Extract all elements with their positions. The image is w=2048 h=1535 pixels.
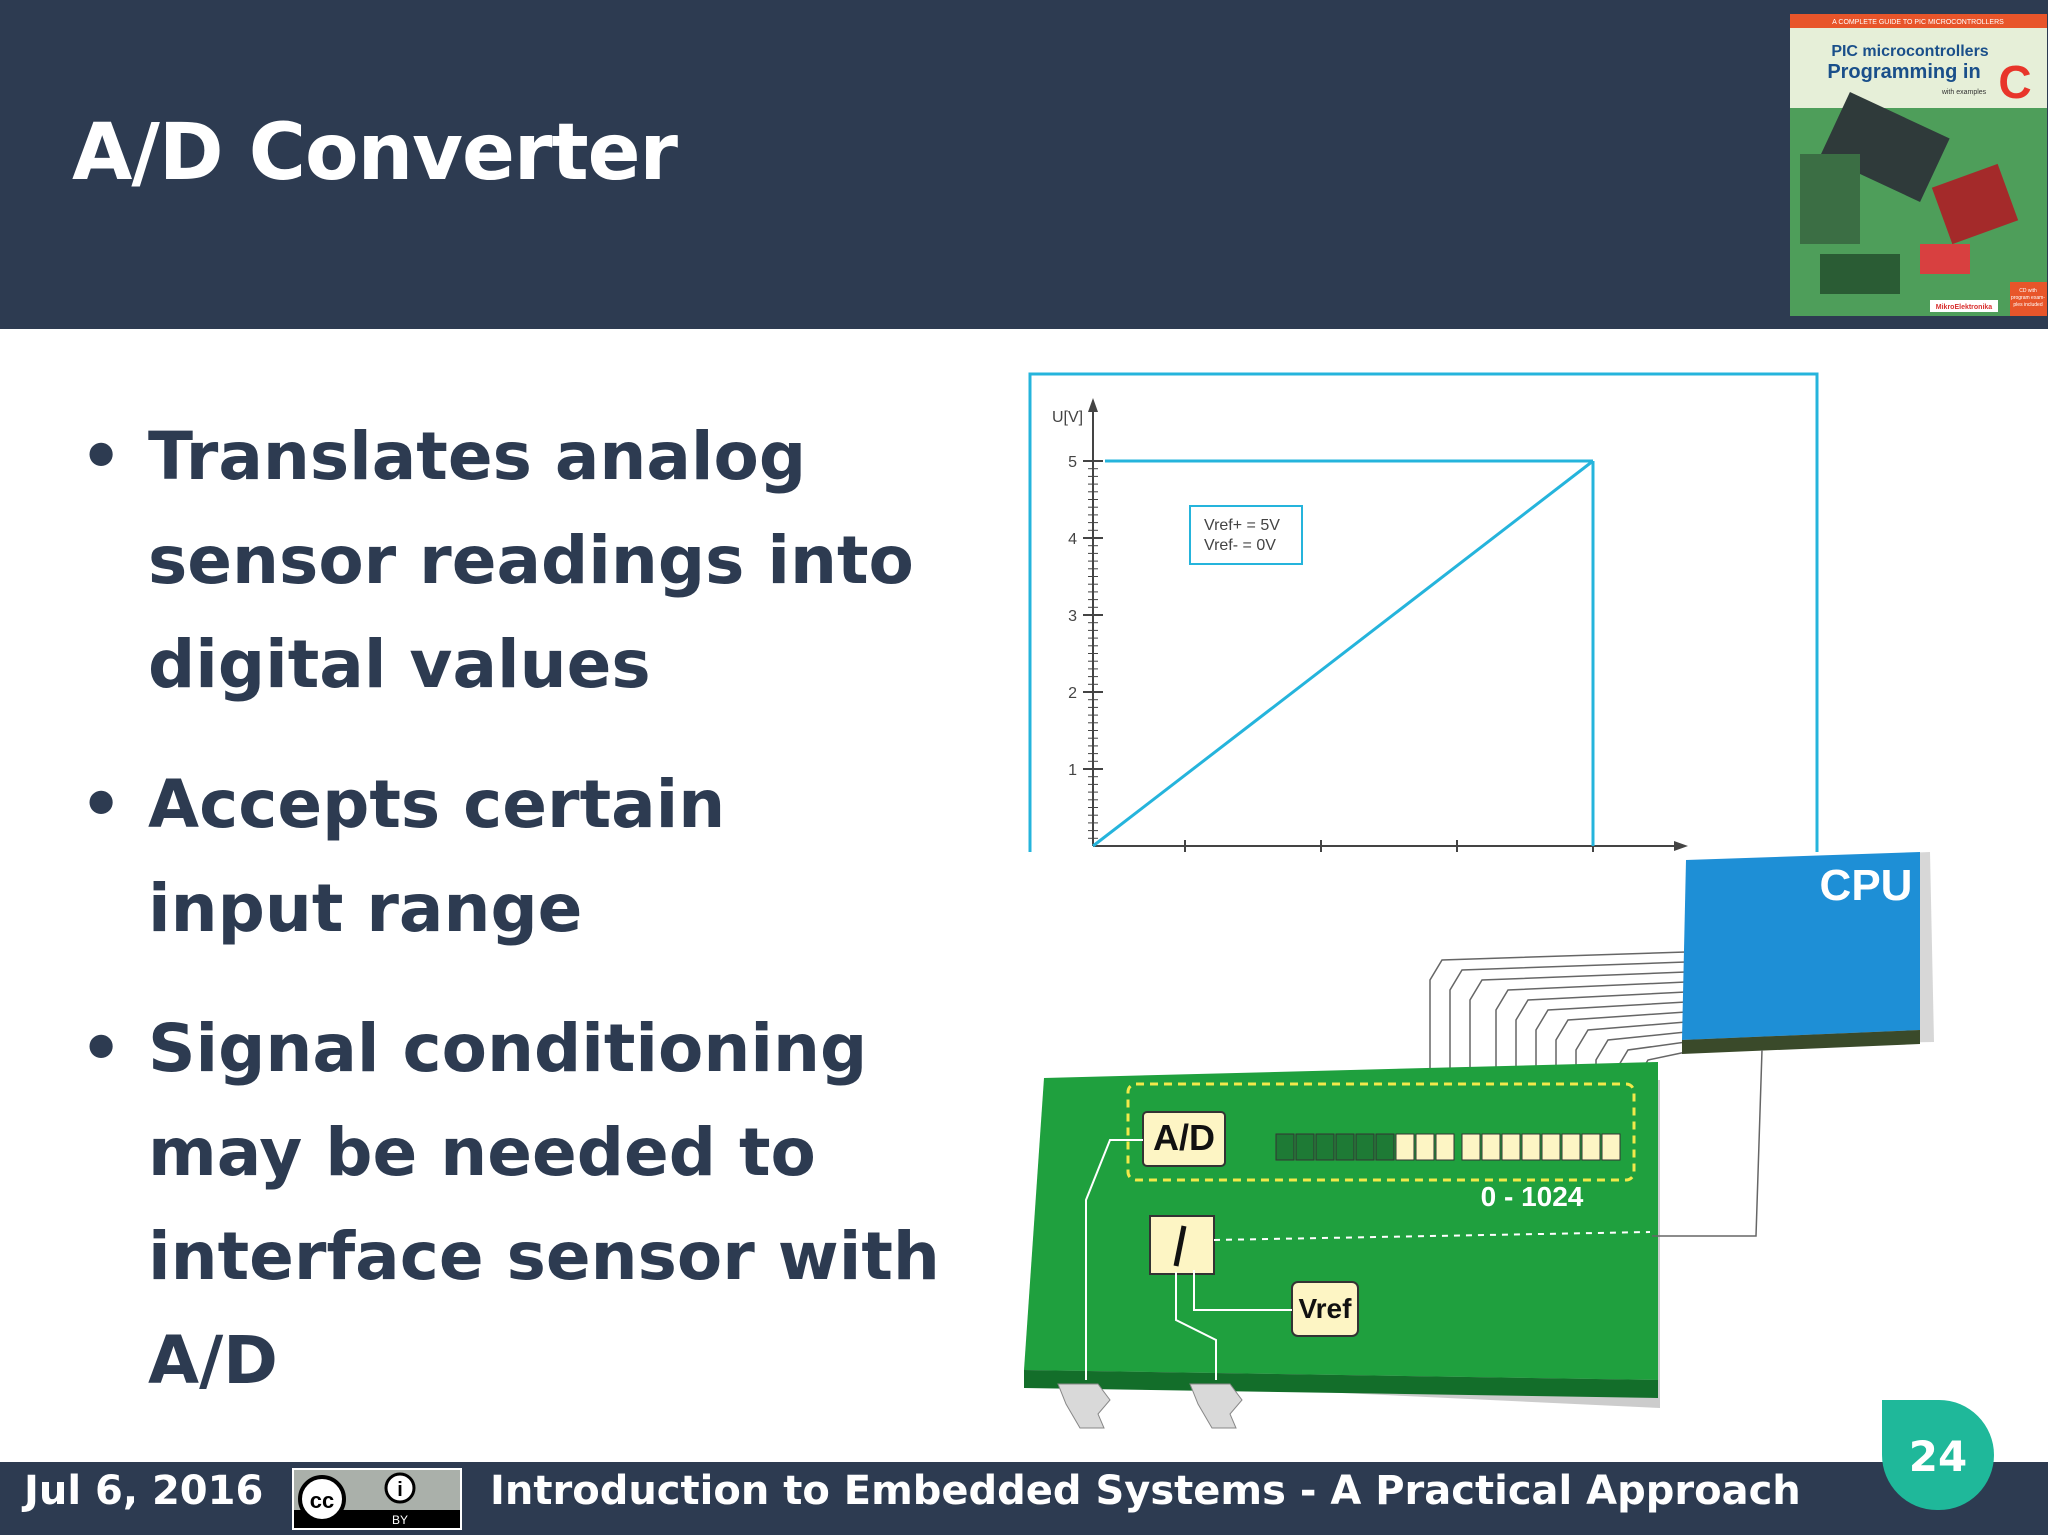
y-ticks: 1 2 3 4 5 bbox=[1068, 454, 1103, 839]
bullet-list: • Translates analog sensor readings into… bbox=[80, 405, 940, 1449]
input-wire bbox=[1175, 1272, 1217, 1380]
legend-line-1: Vref+ = 5V bbox=[1204, 517, 1280, 534]
connector-pin-icon bbox=[1057, 1383, 1111, 1429]
ad-label: A/D bbox=[1153, 1117, 1215, 1158]
register-bit bbox=[1581, 1133, 1601, 1161]
book-banner: A COMPLETE GUIDE TO PIC MICROCONTROLLERS bbox=[1832, 19, 2004, 26]
y-tick-label: 3 bbox=[1068, 608, 1077, 625]
book-title-line2: Programming in bbox=[1827, 61, 1980, 83]
switch-icon bbox=[1173, 1225, 1187, 1267]
range-label: 0 - 1024 bbox=[1481, 1181, 1584, 1212]
bullet-text: Signal conditioning may be needed to int… bbox=[148, 1010, 940, 1399]
page-number-badge bbox=[1882, 1400, 1994, 1510]
legend-line-2: Vref- = 0V bbox=[1204, 537, 1276, 554]
footer-course-title: Introduction to Embedded Systems - A Pra… bbox=[490, 1468, 1801, 1514]
bullet-dot-icon: • bbox=[80, 418, 123, 495]
register-bit bbox=[1335, 1133, 1355, 1161]
bullet-text: Accepts certain input range bbox=[148, 766, 726, 947]
bullet-dot-icon: • bbox=[80, 1010, 123, 1087]
graph-legend bbox=[1189, 505, 1303, 565]
register-bit bbox=[1541, 1133, 1561, 1161]
register-bit bbox=[1275, 1133, 1295, 1161]
cc-license-badge: cc i BY bbox=[292, 1468, 462, 1530]
register-bit bbox=[1295, 1133, 1315, 1161]
register-bit bbox=[1521, 1133, 1541, 1161]
book-subtitle: with examples bbox=[1941, 89, 1987, 96]
bullet-item: • Signal conditioning may be needed to i… bbox=[80, 997, 940, 1413]
book-badge-line3: ples included bbox=[2013, 302, 2042, 308]
book-big-letter: C bbox=[1998, 56, 2031, 108]
voltage-graph: U[V] 1 2 3 4 5 Vref+ = 5V Vref- = 0V bbox=[1028, 372, 1820, 860]
y-tick-label: 1 bbox=[1068, 762, 1077, 779]
license-by-text: BY bbox=[392, 1513, 408, 1527]
control-line bbox=[1213, 1231, 1651, 1241]
book-title-line1: PIC microcontrollers bbox=[1831, 43, 1988, 60]
register-bit bbox=[1415, 1133, 1435, 1161]
connector-pin-icon bbox=[1189, 1383, 1243, 1429]
register-bit bbox=[1501, 1133, 1521, 1161]
vref-wire bbox=[1193, 1270, 1292, 1311]
vref-label: Vref bbox=[1299, 1293, 1353, 1324]
bullet-item: • Accepts certain input range bbox=[80, 753, 940, 961]
y-tick-label: 5 bbox=[1068, 454, 1077, 471]
book-badge-line1: CD with bbox=[2019, 288, 2037, 294]
cc-icon bbox=[298, 1475, 346, 1523]
bullet-item: • Translates analog sensor readings into… bbox=[80, 405, 940, 717]
transfer-line bbox=[1092, 459, 1594, 848]
adc-block-outline bbox=[1126, 1082, 1636, 1182]
y-tick-label: 4 bbox=[1068, 531, 1077, 548]
analog-wire bbox=[1085, 1139, 1143, 1380]
bullet-dot-icon: • bbox=[80, 766, 123, 843]
register-bit bbox=[1601, 1133, 1621, 1161]
register-bit bbox=[1315, 1133, 1335, 1161]
register-bit bbox=[1561, 1133, 1581, 1161]
result-register bbox=[1275, 1133, 1621, 1161]
cpu-block: CPU bbox=[1652, 852, 1934, 1237]
graph-frame bbox=[1028, 372, 1819, 856]
cpu-return-wire bbox=[1652, 1049, 1763, 1237]
page-number: 24 bbox=[1908, 1432, 1968, 1481]
slide-title: A/D Converter bbox=[72, 108, 678, 198]
bus-wire bbox=[1429, 951, 1687, 1136]
y-axis-label: U[V] bbox=[1052, 409, 1083, 426]
book-cover-image: A COMPLETE GUIDE TO PIC MICROCONTROLLERS… bbox=[1790, 14, 2047, 316]
attribution-icon bbox=[384, 1472, 416, 1504]
slide-header bbox=[0, 0, 2048, 329]
svg-text:cc: cc bbox=[310, 1488, 334, 1513]
mcu-board: A/D 0 - 1024 Vref bbox=[1024, 1062, 1660, 1429]
register-bit bbox=[1461, 1133, 1481, 1161]
register-bit bbox=[1355, 1133, 1375, 1161]
book-cover-art: A COMPLETE GUIDE TO PIC MICROCONTROLLERS… bbox=[1790, 14, 2047, 316]
register-bit bbox=[1435, 1133, 1455, 1161]
register-bit bbox=[1375, 1133, 1395, 1161]
y-axis-arrow-icon bbox=[1088, 398, 1098, 412]
footer-date: Jul 6, 2016 bbox=[24, 1468, 264, 1514]
y-tick-label: 2 bbox=[1068, 685, 1077, 702]
register-bit bbox=[1395, 1133, 1415, 1161]
svg-text:i: i bbox=[397, 1479, 403, 1501]
book-publisher: MikroElektronika bbox=[1936, 304, 1993, 311]
register-bit bbox=[1481, 1133, 1501, 1161]
book-badge-line2: program exam- bbox=[2011, 295, 2045, 301]
bus-wire bbox=[1449, 961, 1687, 1136]
cpu-label: CPU bbox=[1820, 861, 1913, 910]
bullet-text: Translates analog sensor readings into d… bbox=[148, 418, 914, 703]
x-axis-arrow-icon bbox=[1674, 841, 1688, 851]
